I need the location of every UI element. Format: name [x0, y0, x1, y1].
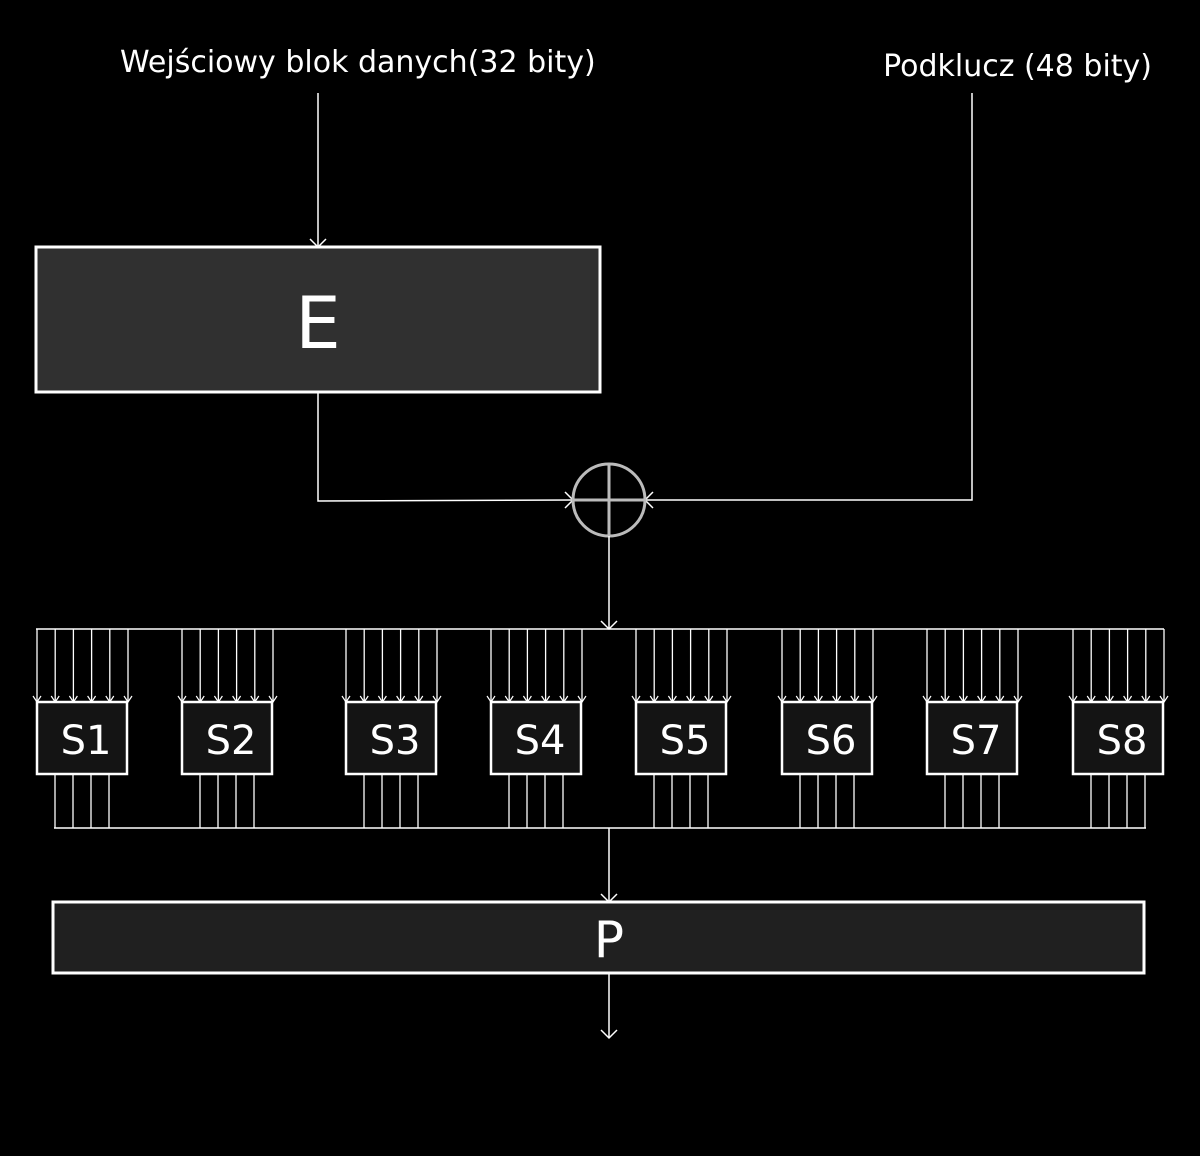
sbox-6-box	[780, 700, 874, 776]
sbox-3-box	[344, 700, 438, 776]
sbox-3-label: S3	[370, 718, 421, 764]
data-input-label: Wejściowy blok danych(32 bity)	[120, 45, 596, 80]
sbox-1-box	[35, 700, 129, 776]
subkey-wire	[645, 93, 973, 501]
output-arrowhead	[600, 1029, 618, 1040]
sbox-5: S5	[631, 629, 732, 828]
sbox-2-box	[180, 700, 274, 776]
sbox-5-label: S5	[660, 718, 711, 764]
sbox-6: S6	[777, 629, 878, 828]
expansion-output-wire	[317, 392, 574, 502]
sbox-row: S1 S2 S3 S4 S5 S6 S7 S8	[32, 629, 1169, 828]
permutation-box-label: P	[594, 911, 624, 969]
sbox-4-box	[489, 700, 583, 776]
sbox-7-label: S7	[951, 718, 1002, 764]
sbox-4: S4	[486, 629, 587, 828]
sbox-1: S1	[32, 629, 133, 828]
sbox-8-label: S8	[1097, 718, 1148, 764]
subkey-label: Podklucz (48 bity)	[883, 49, 1152, 84]
permutation-box	[51, 900, 1146, 975]
expansion-box	[34, 245, 602, 394]
sbox-6-label: S6	[806, 718, 857, 764]
sbox-3: S3	[341, 629, 442, 828]
sbox-2: S2	[177, 629, 278, 828]
sbox-8: S8	[1068, 629, 1169, 828]
xor-icon	[571, 462, 647, 538]
sbox-5-box	[634, 700, 728, 776]
sbox-2-label: S2	[206, 718, 257, 764]
sbox-8-box	[1071, 700, 1165, 776]
sbox-4-label: S4	[515, 718, 566, 764]
sbox-7-box	[925, 700, 1019, 776]
sbox-7: S7	[922, 629, 1023, 828]
sbox-1-label: S1	[61, 718, 112, 764]
expansion-box-label: E	[295, 281, 341, 365]
